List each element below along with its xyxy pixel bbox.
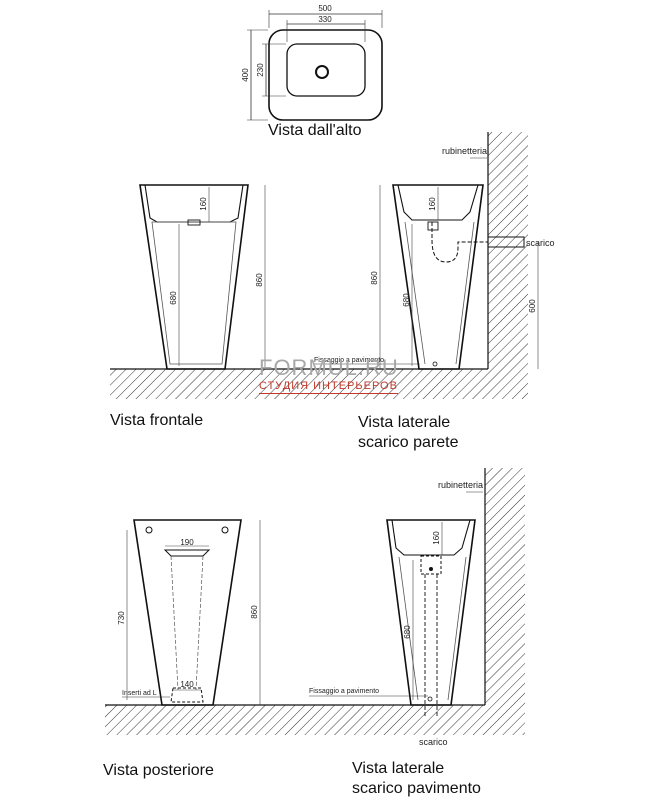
caption-side-wall-view: Vista laterale scarico parete — [358, 413, 459, 453]
floor-hatch-upper — [110, 369, 488, 399]
front-view: 160 680 860 — [139, 184, 266, 370]
dim-depth: 400 — [241, 68, 250, 82]
side-wall-view: rubinetteria scarico Fissaggio a pavimen… — [314, 132, 555, 399]
caption-side-floor-view: Vista laterale scarico pavimento — [352, 759, 481, 799]
caption-side-floor-line2: scarico pavimento — [352, 780, 481, 797]
floor-hatch-lower — [105, 705, 485, 735]
top-view: 500 330 400 230 — [241, 4, 383, 121]
dim-front-height: 860 — [255, 273, 264, 287]
caption-side-wall-line2: scarico parete — [358, 434, 459, 451]
pedestal-inner-front — [151, 221, 237, 365]
trap-siphon — [431, 222, 488, 263]
caption-front-view: Vista frontale — [110, 412, 204, 429]
caption-rear-view: Vista posteriore — [103, 762, 214, 779]
floor-fix-point — [432, 361, 438, 367]
mount-hole-right — [221, 526, 229, 534]
label-tap-lower: rubinetteria — [438, 480, 483, 490]
rear-view: 190 140 Inserti ad L 730 860 — [117, 519, 261, 706]
label-tap-upper: rubinetteria — [442, 146, 487, 156]
dim-side-height: 860 — [370, 271, 379, 285]
dim-rear-insert-height: 730 — [117, 611, 126, 625]
label-floor-fix-lower: Fissaggio a pavimento — [309, 688, 379, 695]
drain-side — [427, 221, 439, 231]
dim-side-floor-body: 680 — [403, 625, 412, 639]
pedestal-outline-rear — [133, 519, 242, 706]
dim-front-body: 680 — [169, 291, 178, 305]
mount-hole-left — [145, 526, 153, 534]
label-insert: Inserti ad L — [122, 690, 157, 697]
rear-opening-top — [163, 549, 211, 557]
dim-rear-top-width: 190 — [180, 538, 194, 547]
dim-front-top: 160 — [199, 197, 208, 211]
basin-outline-top — [268, 29, 383, 121]
caption-top-view: Vista dall'alto — [268, 122, 362, 139]
dim-inner-width: 330 — [318, 15, 332, 24]
drain-pipe-wall — [487, 236, 525, 248]
caption-side-floor-line1: Vista laterale — [352, 760, 445, 777]
floor-upper — [110, 368, 488, 399]
bowl-outline-side-floor — [391, 519, 471, 556]
label-drain-lower: scarico — [419, 737, 448, 747]
wall-hatch-upper — [488, 132, 528, 399]
side-floor-view: rubinetteria scarico Fissaggio a pavimen… — [309, 468, 525, 747]
floor-fix-point-lower — [427, 696, 433, 702]
label-floor-fix-upper: Fissaggio a pavimento — [314, 357, 384, 364]
caption-side-wall-line1: Vista laterale — [358, 414, 451, 431]
dim-width: 500 — [318, 4, 332, 13]
watermark-logo: FORMUL.RU — [259, 355, 399, 380]
watermark-tagline: СТУДИЯ ИНТЕРЬЕРОВ — [259, 380, 398, 394]
drain-hole-top — [315, 65, 329, 79]
rear-opening-bottom — [170, 687, 204, 703]
floor-lower — [105, 704, 485, 735]
pedestal-outline-front — [139, 184, 249, 370]
wall-hatch-lower — [485, 468, 525, 735]
dim-side-top: 160 — [428, 197, 437, 211]
label-drain-upper: scarico — [526, 238, 555, 248]
bowl-outline-side — [397, 184, 479, 221]
dim-side-body: 680 — [402, 293, 411, 307]
dim-rear-bottom-width: 140 — [180, 680, 194, 689]
basin-bowl-top — [286, 43, 366, 97]
dim-rear-height: 860 — [250, 605, 259, 619]
trap-floor — [420, 555, 442, 575]
drain-front — [187, 219, 201, 226]
dim-side-floor-top: 160 — [432, 531, 441, 545]
bowl-outline-front — [144, 184, 244, 223]
dim-drain-height: 600 — [528, 299, 537, 313]
dim-inner-depth: 230 — [256, 63, 265, 77]
trap-marker — [429, 567, 433, 571]
